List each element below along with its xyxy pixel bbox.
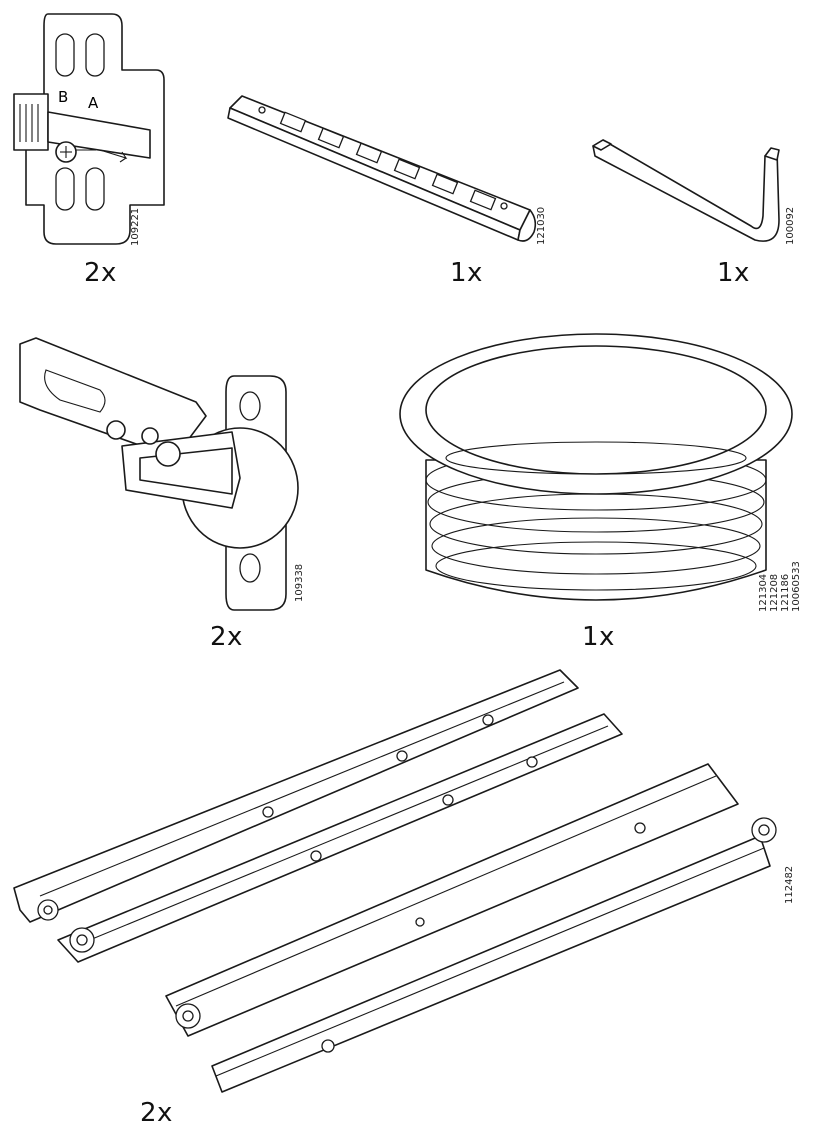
mounting-plate-part: B A 109221 2x <box>0 0 165 290</box>
shelf-strip-illustration <box>227 95 537 242</box>
quantity-runners: 2x <box>140 1098 173 1128</box>
hinge-part: 109338 2x <box>0 330 320 660</box>
part-code-allen-key: 100092 <box>785 207 796 245</box>
allen-key-illustration <box>592 139 780 242</box>
part-code-line: 121030 <box>536 206 547 245</box>
quantity-plate: 2x <box>84 258 117 288</box>
part-code-line: 109221 <box>130 207 141 246</box>
cable-grommet-part: 121304 121208 121186 10060533 1x <box>390 330 821 660</box>
plate-letter-a: A <box>88 94 99 112</box>
part-code-shelf-strip: 121030 <box>536 207 547 245</box>
part-code-line: 100092 <box>785 206 796 245</box>
allen-key-part: 100092 1x <box>585 130 815 290</box>
quantity-grommet: 1x <box>582 622 615 652</box>
hinge-illustration <box>19 337 299 611</box>
part-code-line: 10060533 <box>791 561 802 612</box>
shelf-strip-part: 121030 1x <box>220 80 560 290</box>
quantity-hinge: 2x <box>210 622 243 652</box>
part-code-runners: 112482 <box>784 866 795 904</box>
plate-letter-b: B <box>58 88 68 106</box>
part-code-hinge: 109338 <box>294 564 305 602</box>
part-code-grommet: 121304 121208 121186 10060533 <box>758 561 802 612</box>
part-code-line: 112482 <box>784 865 795 904</box>
drawer-runners-part: 112482 2x <box>0 660 821 1133</box>
part-code-line: 121208 <box>769 573 780 612</box>
part-code-line: 121304 <box>758 573 769 612</box>
part-code-line: 121186 <box>780 573 791 612</box>
mounting-plate-illustration: B A <box>13 13 165 245</box>
quantity-allen-key: 1x <box>717 258 750 288</box>
cable-grommet-illustration <box>399 333 793 601</box>
part-code-plate: 109221 <box>130 208 141 246</box>
quantity-shelf-strip: 1x <box>450 258 483 288</box>
drawer-runners-illustration <box>13 669 777 1093</box>
part-code-line: 109338 <box>294 563 305 602</box>
